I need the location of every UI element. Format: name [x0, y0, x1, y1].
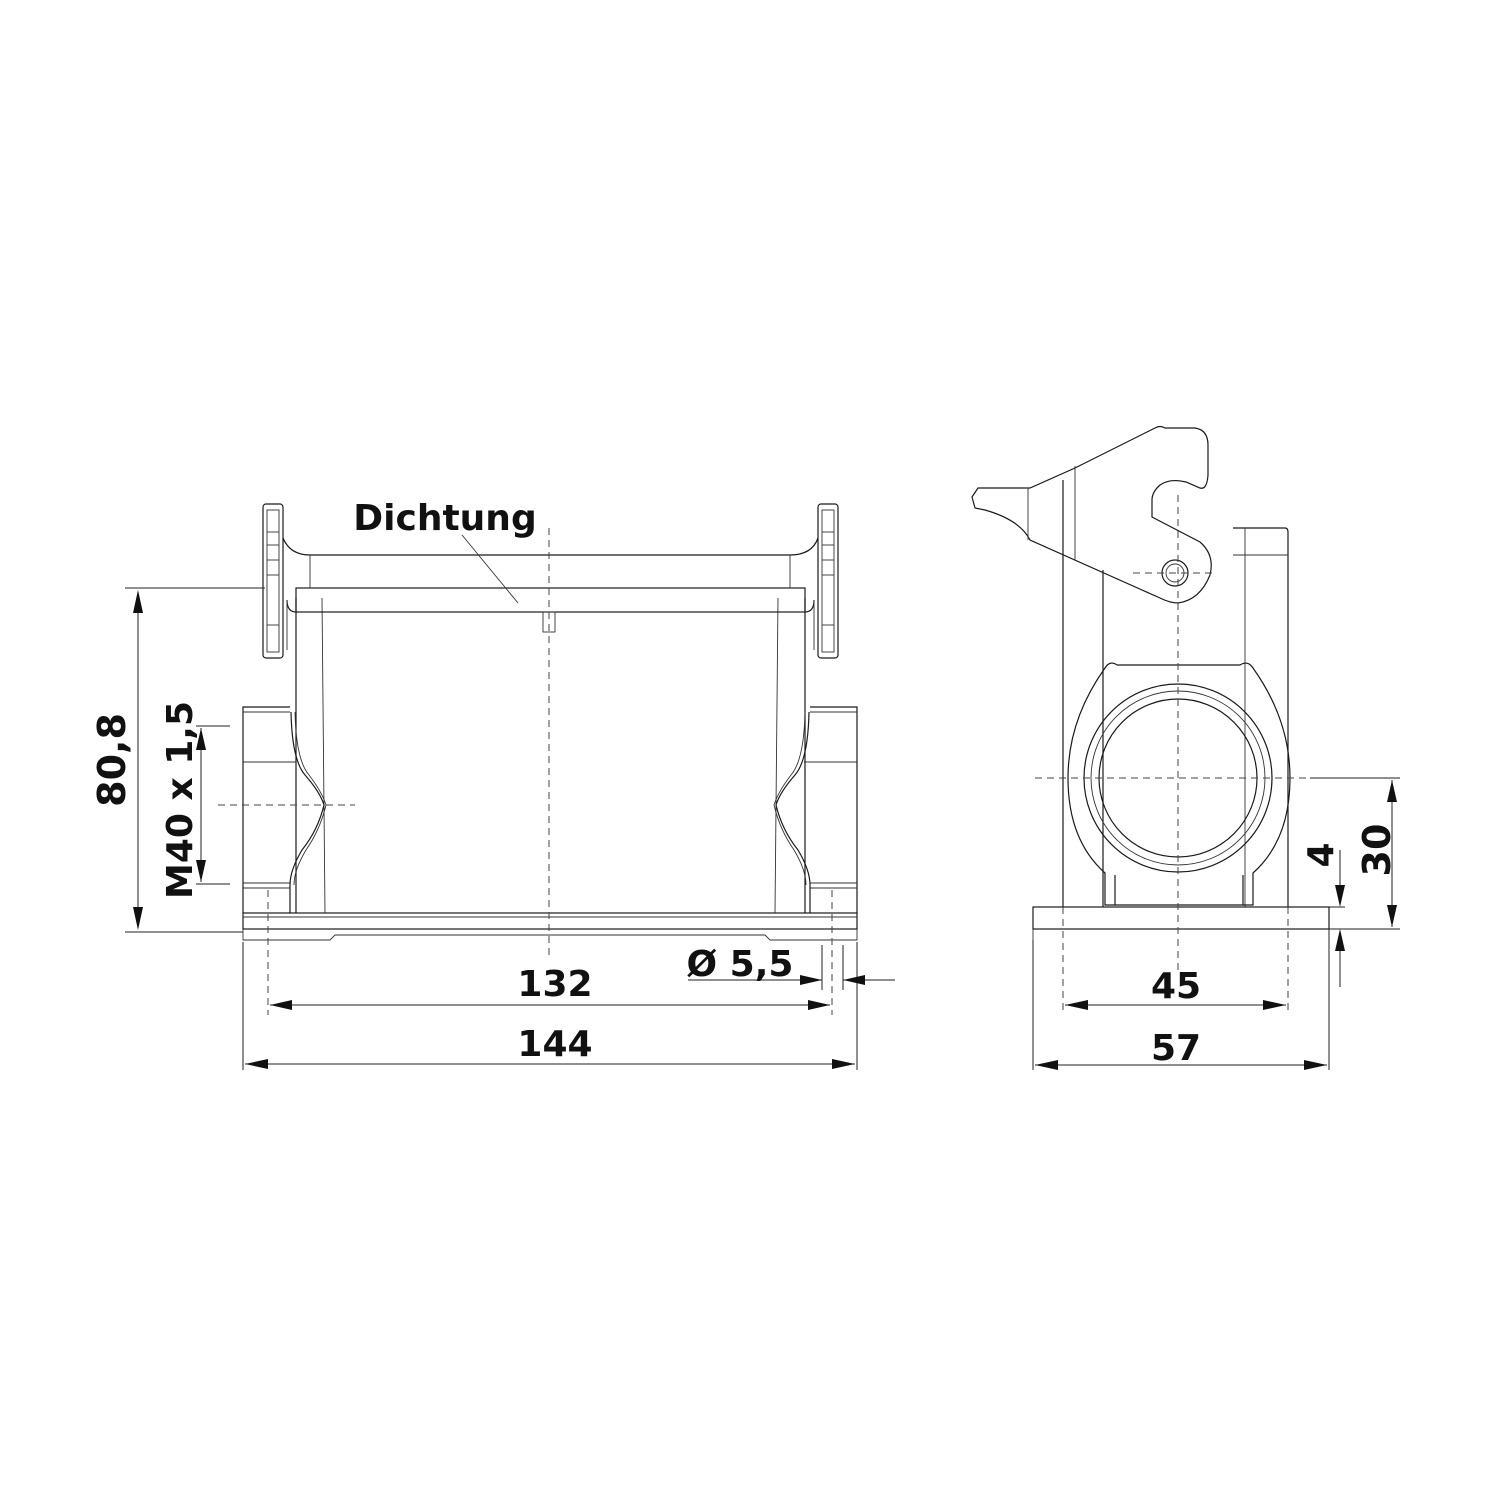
side-base-plate — [1032, 906, 1330, 930]
side-hole-spacing-label: 45 — [1151, 966, 1201, 1007]
seal-band — [295, 587, 806, 613]
left-mounting-foot — [242, 706, 327, 913]
housing-walls — [295, 598, 806, 913]
thread-dimension-label: M40 x 1,5 — [160, 701, 201, 899]
front-dimensions — [125, 587, 895, 1070]
locking-lever — [971, 425, 1212, 604]
base-thickness-label: 4 — [1301, 842, 1342, 867]
axis-height-label: 30 — [1355, 824, 1399, 877]
side-view — [971, 425, 1330, 1015]
left-latch-peg — [262, 503, 284, 659]
right-mounting-foot — [773, 706, 858, 913]
lid-rim — [282, 537, 819, 556]
hole-spacing-label: 132 — [517, 964, 592, 1005]
entry-boss-left — [1067, 662, 1118, 906]
side-overall-width-label: 57 — [1151, 1028, 1201, 1069]
seal-leader-line — [461, 534, 519, 604]
height-dimension-label: 80,8 — [90, 713, 134, 807]
side-dimensions — [1032, 777, 1400, 1070]
base-plate — [242, 912, 858, 930]
entry-boss-right — [1117, 662, 1291, 906]
front-view — [218, 503, 858, 1015]
overall-width-label: 144 — [517, 1024, 592, 1065]
hole-diameter-label: Ø 5,5 — [687, 944, 794, 985]
base-underside — [242, 929, 858, 941]
seal-label: Dichtung — [353, 498, 536, 539]
right-latch-peg — [817, 503, 839, 659]
